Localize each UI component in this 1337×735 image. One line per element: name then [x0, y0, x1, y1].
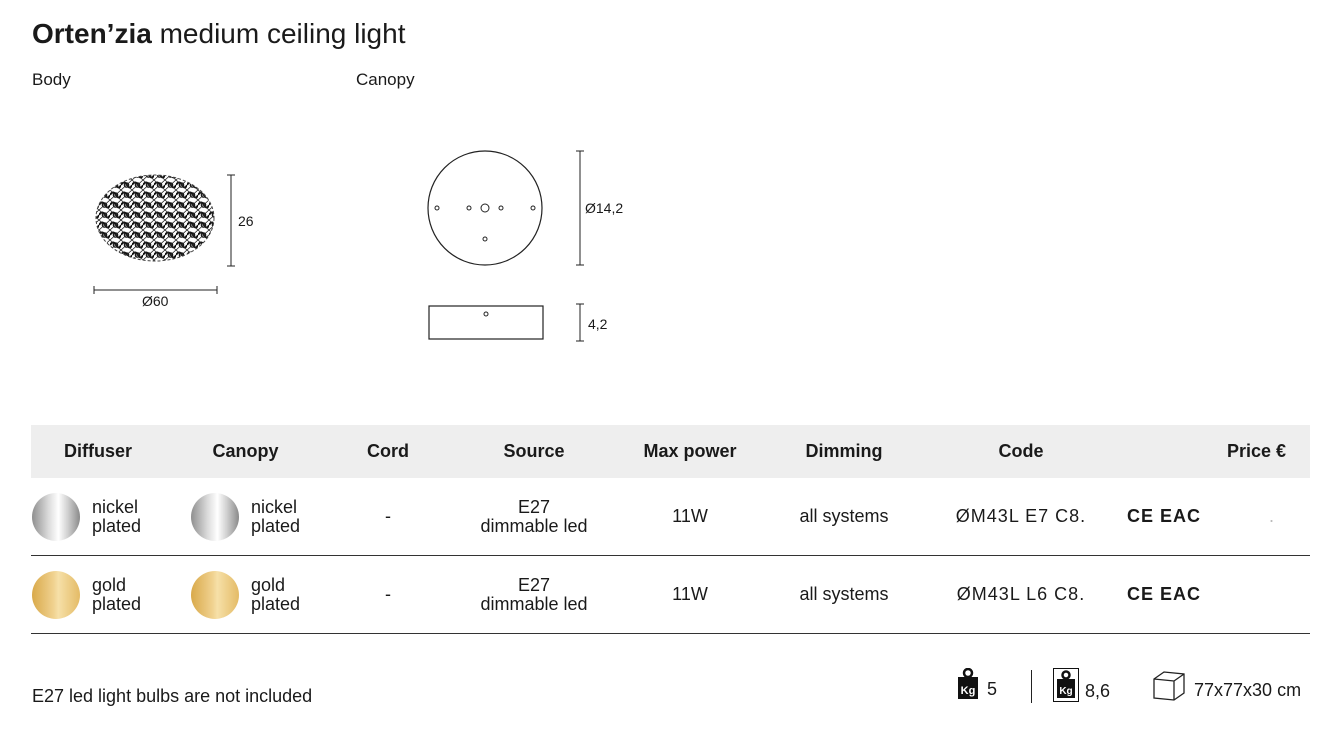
canopy-finish-2: plated: [251, 515, 301, 536]
gold-swatch: [191, 570, 239, 619]
canopy-top-drawing: [427, 150, 584, 266]
canopy-height-dimension: 4,2: [588, 316, 608, 332]
nickel-swatch: [32, 492, 80, 541]
canopy-label: Canopy: [356, 70, 415, 89]
diffuser-finish: gold: [92, 574, 127, 595]
spec-table: Diffuser Canopy Cord Source Max power Di…: [31, 425, 1310, 634]
header-code: Code: [918, 425, 1124, 478]
product-type: medium ceiling light: [159, 18, 406, 49]
cert-mark: CE EAC: [1124, 478, 1204, 556]
net-weight-icon: Kg: [958, 668, 978, 699]
canopy-finish-2: plated: [251, 593, 301, 614]
net-weight-value: 5: [987, 678, 998, 699]
cert-mark: CE EAC: [1124, 555, 1204, 634]
cord-cell: -: [318, 555, 458, 634]
body-label: Body: [32, 70, 71, 89]
canopy-diameter-dimension: Ø14,2: [585, 200, 624, 216]
body-drawing: [93, 174, 235, 294]
canopy-side-drawing: [428, 303, 584, 342]
package-size-value: 77x77x30 cm: [1194, 680, 1302, 700]
dimming-cell: all systems: [770, 478, 918, 556]
price-cell: [1204, 555, 1310, 634]
box-icon: [1153, 670, 1185, 701]
body-diameter-dimension: Ø60: [142, 293, 169, 309]
canopy-finish: gold: [251, 574, 286, 595]
source-type: E27: [517, 574, 551, 595]
cord-cell: -: [318, 478, 458, 556]
canopy-finish: nickel: [251, 496, 298, 517]
header-dimming: Dimming: [770, 425, 918, 478]
price-cell: .: [1204, 478, 1310, 556]
code-cell: ØM43L E7 C8.: [918, 478, 1124, 556]
source-desc: dimmable led: [480, 593, 588, 614]
technical-drawings: [93, 150, 584, 342]
max-power-cell: 11W: [610, 555, 770, 634]
max-power-cell: 11W: [610, 478, 770, 556]
diffuser-finish-2: plated: [92, 593, 142, 614]
table-header-row: Diffuser Canopy Cord Source Max power Di…: [31, 425, 1310, 478]
source-type: E27: [517, 496, 551, 517]
gross-weight-icon: Kg: [1053, 668, 1079, 702]
net-weight: Kg 5: [957, 668, 997, 700]
diffuser-finish: nickel: [92, 496, 139, 517]
svg-text:Kg: Kg: [1059, 686, 1072, 697]
product-name: Orten’zia: [32, 18, 152, 49]
header-max-power: Max power: [610, 425, 770, 478]
nickel-swatch: [191, 492, 239, 541]
diffuser-finish-2: plated: [92, 515, 142, 536]
header-canopy: Canopy: [173, 425, 318, 478]
header-diffuser: Diffuser: [31, 425, 173, 478]
svg-text:Kg: Kg: [961, 685, 976, 697]
dimming-cell: all systems: [770, 555, 918, 634]
body-height-dimension: 26: [238, 213, 254, 229]
header-price: Price €: [1204, 425, 1310, 478]
gross-weight: Kg 8,6: [1053, 668, 1110, 702]
divider: [1031, 670, 1032, 703]
header-cord: Cord: [318, 425, 458, 478]
product-title: Orten’zia medium ceiling light: [32, 18, 405, 50]
gross-weight-value: 8,6: [1085, 680, 1111, 701]
gold-swatch: [32, 570, 80, 619]
code-cell: ØM43L L6 C8.: [918, 555, 1124, 634]
package-size: 77x77x30 cm: [1152, 668, 1301, 701]
header-source: Source: [458, 425, 610, 478]
header-cert: [1124, 425, 1204, 478]
bulb-note: E27 led light bulbs are not included: [32, 686, 313, 706]
source-desc: dimmable led: [480, 515, 588, 536]
